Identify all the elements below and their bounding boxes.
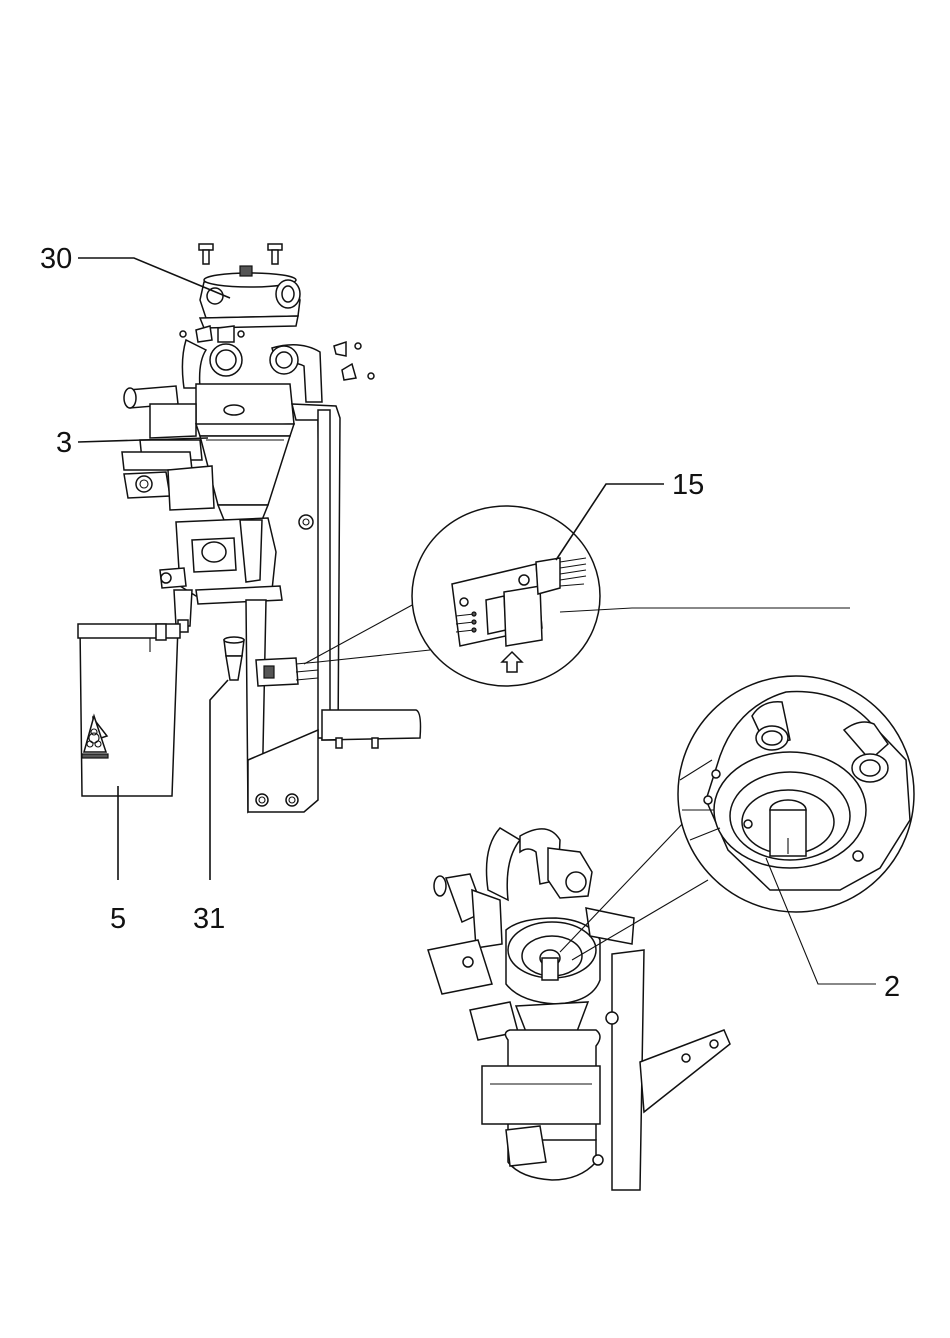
callout-30: 30 (40, 243, 230, 298)
callout-31: 31 (193, 680, 228, 935)
sensor-unit (256, 658, 318, 686)
callout-2: 2 (884, 971, 900, 1003)
drip-funnel (224, 637, 244, 680)
callout-label-31: 31 (193, 903, 225, 935)
sensor-detail-view (304, 506, 850, 686)
callout-label-15: 15 (672, 469, 704, 501)
callout-label-3: 3 (56, 427, 72, 459)
callout-label-2: 2 (884, 971, 900, 1003)
secondary-assembly (428, 828, 730, 1190)
top-screws (199, 244, 282, 264)
main-assembly (78, 244, 421, 812)
callout-label-5: 5 (110, 903, 126, 935)
top-cover (200, 266, 300, 328)
waste-container (78, 624, 180, 796)
callout-label-30: 30 (40, 243, 72, 275)
callout-5: 5 (110, 786, 126, 935)
